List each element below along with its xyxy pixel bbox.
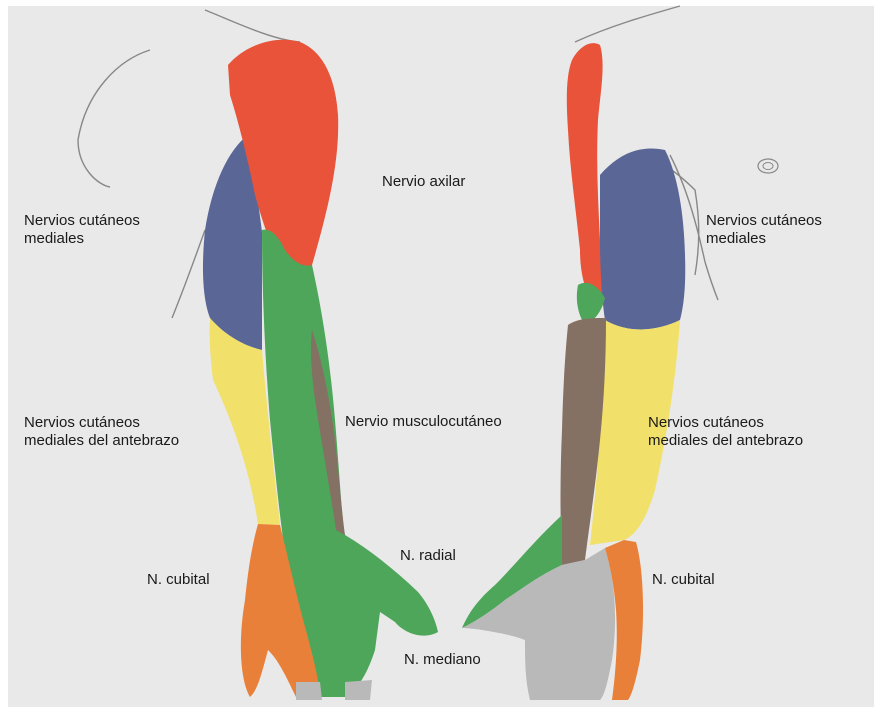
label-left-forearm-line2: mediales del antebrazo bbox=[24, 432, 179, 450]
label-n-radial: N. radial bbox=[400, 547, 456, 565]
right-axillary-region bbox=[567, 43, 604, 300]
nipple-mark bbox=[758, 159, 778, 173]
left-neck-outline bbox=[205, 10, 300, 42]
label-right-forearm-line2: mediales del antebrazo bbox=[648, 432, 803, 450]
left-median-fingertip-b bbox=[345, 680, 372, 700]
label-right-medial-cutaneous-line2: mediales bbox=[706, 230, 766, 248]
label-right-forearm-line1: Nervios cutáneos bbox=[648, 414, 764, 432]
label-right-n-cubital: N. cubital bbox=[652, 571, 715, 589]
label-n-mediano: N. mediano bbox=[404, 651, 481, 669]
right-medial-cutaneous-region bbox=[600, 148, 685, 329]
label-nervio-axilar: Nervio axilar bbox=[382, 173, 465, 191]
left-torso-outline bbox=[78, 50, 150, 187]
label-right-medial-cutaneous-line1: Nervios cutáneos bbox=[706, 212, 822, 230]
label-left-forearm-line1: Nervios cutáneos bbox=[24, 414, 140, 432]
label-left-medial-cutaneous-line1: Nervios cutáneos bbox=[24, 212, 140, 230]
right-neck-outline bbox=[575, 6, 680, 42]
left-median-fingertip-a bbox=[296, 682, 322, 700]
label-left-n-cubital: N. cubital bbox=[147, 571, 210, 589]
nipple-mark-inner bbox=[763, 163, 773, 170]
left-body-outline bbox=[172, 230, 205, 318]
label-nervio-musculocutaneo: Nervio musculocutáneo bbox=[345, 413, 502, 431]
label-left-medial-cutaneous-line2: mediales bbox=[24, 230, 84, 248]
